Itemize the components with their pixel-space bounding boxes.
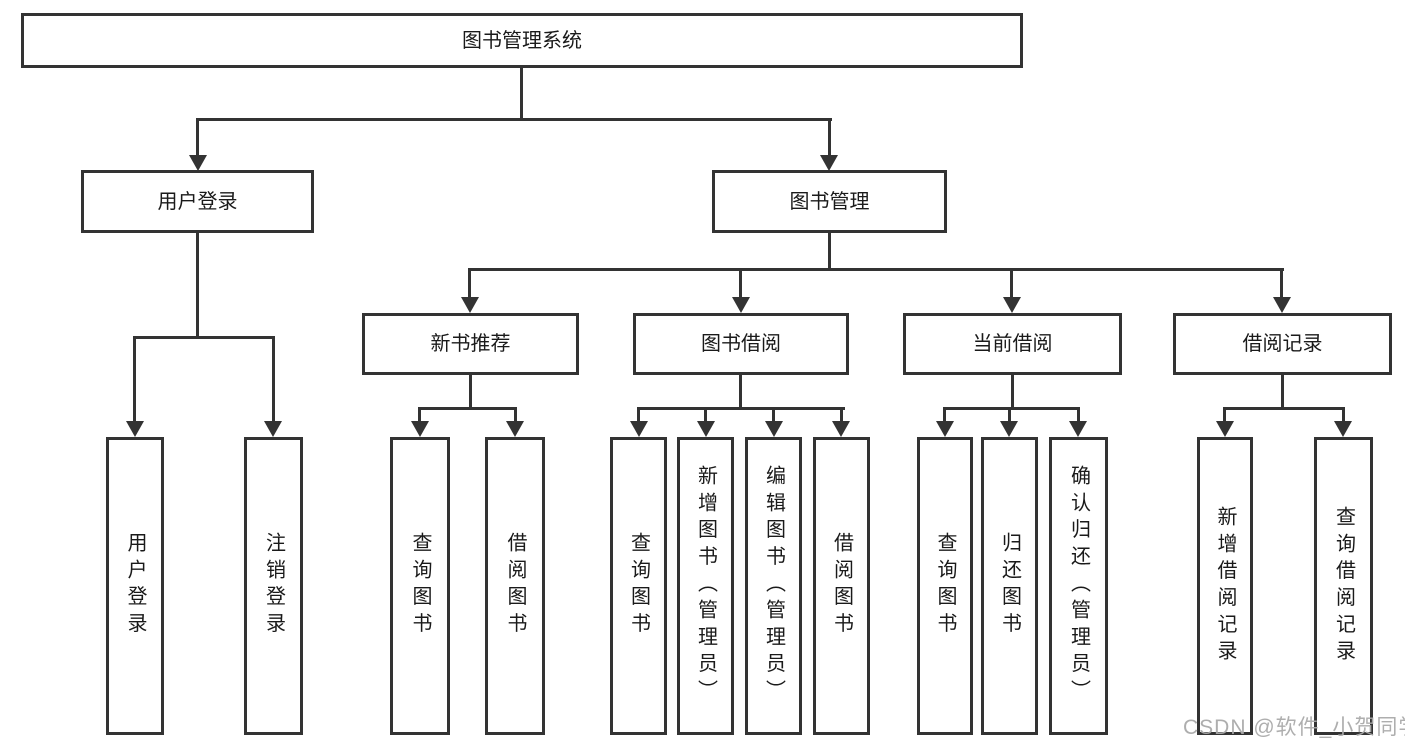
arrowhead-book-mgmt — [820, 155, 838, 171]
connector-newbook-stem — [469, 375, 472, 409]
connector-stem-new-book — [468, 268, 471, 299]
node-library-system: 图书管理系统 — [21, 13, 1023, 68]
leaf-logout: 注销登录 — [244, 437, 303, 735]
leaf-records-query-record: 查询借阅记录 — [1314, 437, 1373, 735]
leaf-borrowing-add-book-admin: 新增图书（管理员） — [677, 437, 734, 735]
node-book-management: 图书管理 — [712, 170, 947, 233]
connector-records-hline — [1223, 407, 1344, 410]
arrowhead-nb-borrow — [506, 421, 524, 437]
connector-records-stem — [1281, 375, 1284, 409]
connector-stem-bb-query — [637, 407, 640, 423]
connector-stem-cb-query — [943, 407, 946, 423]
arrowhead-bb-query — [630, 421, 648, 437]
connector-stem-cb-return — [1008, 407, 1011, 423]
connector-stem-bb-borrow — [840, 407, 843, 423]
connector-stem-cb-confirm — [1077, 407, 1080, 423]
connector-stem-borrow-records — [1280, 268, 1283, 299]
arrowhead-nb-query — [411, 421, 429, 437]
connector-level3-hline — [468, 268, 1284, 271]
node-borrowing-records: 借阅记录 — [1173, 313, 1392, 375]
arrowhead-borrow-records — [1273, 297, 1291, 313]
connector-login-hline — [133, 336, 275, 339]
leaf-newbook-query-book: 查询图书 — [390, 437, 450, 735]
leaf-current-query-book: 查询图书 — [917, 437, 973, 735]
leaf-borrowing-query-book: 查询图书 — [610, 437, 667, 735]
connector-stem-leaf-login — [133, 336, 136, 423]
connector-mgmt-stem — [828, 233, 831, 270]
node-current-borrowing: 当前借阅 — [903, 313, 1122, 375]
connector-root-stem — [520, 68, 523, 120]
connector-level1-hline — [196, 118, 832, 121]
arrowhead-bb-borrow — [832, 421, 850, 437]
connector-borrowing-hline — [637, 407, 845, 410]
connector-stem-bb-edit — [772, 407, 775, 423]
connector-stem-book-borrow — [739, 268, 742, 299]
connector-stem-leaf-logout — [272, 336, 275, 423]
connector-stem-br-add — [1223, 407, 1226, 423]
arrowhead-leaf-login — [126, 421, 144, 437]
leaf-current-confirm-return-admin: 确认归还（管理员） — [1049, 437, 1108, 735]
arrowhead-user-login — [189, 155, 207, 171]
arrowhead-book-borrow — [732, 297, 750, 313]
leaf-user-login: 用户登录 — [106, 437, 164, 735]
leaf-records-add-record: 新增借阅记录 — [1197, 437, 1253, 735]
connector-login-stem — [196, 233, 199, 338]
arrowhead-cb-return — [1000, 421, 1018, 437]
arrowhead-leaf-logout — [264, 421, 282, 437]
node-new-book-recommend: 新书推荐 — [362, 313, 579, 375]
arrowhead-cb-confirm — [1069, 421, 1087, 437]
leaf-borrowing-borrow-book: 借阅图书 — [813, 437, 870, 735]
connector-newbook-hline — [418, 407, 517, 410]
arrowhead-cb-query — [936, 421, 954, 437]
arrowhead-bb-edit — [765, 421, 783, 437]
connector-current-hline — [943, 407, 1080, 410]
connector-stem-br-query — [1342, 407, 1345, 423]
watermark: CSDN @软件_小贺同学 — [1183, 716, 1405, 739]
connector-borrowing-stem — [739, 375, 742, 409]
leaf-current-return-book: 归还图书 — [981, 437, 1038, 735]
connector-stem-current-borrow — [1010, 268, 1013, 299]
arrowhead-new-book — [461, 297, 479, 313]
connector-stem-nb-borrow — [514, 407, 517, 423]
node-user-login: 用户登录 — [81, 170, 314, 233]
connector-current-stem — [1011, 375, 1014, 409]
connector-stem-book-mgmt — [828, 118, 831, 156]
arrowhead-br-add — [1216, 421, 1234, 437]
leaf-newbook-borrow-book: 借阅图书 — [485, 437, 545, 735]
arrowhead-br-query — [1334, 421, 1352, 437]
connector-stem-bb-add — [704, 407, 707, 423]
connector-stem-nb-query — [418, 407, 421, 423]
arrowhead-bb-add — [697, 421, 715, 437]
connector-stem-user-login — [196, 118, 199, 156]
arrowhead-current-borrow — [1003, 297, 1021, 313]
leaf-borrowing-edit-book-admin: 编辑图书（管理员） — [745, 437, 802, 735]
node-book-borrowing: 图书借阅 — [633, 313, 849, 375]
